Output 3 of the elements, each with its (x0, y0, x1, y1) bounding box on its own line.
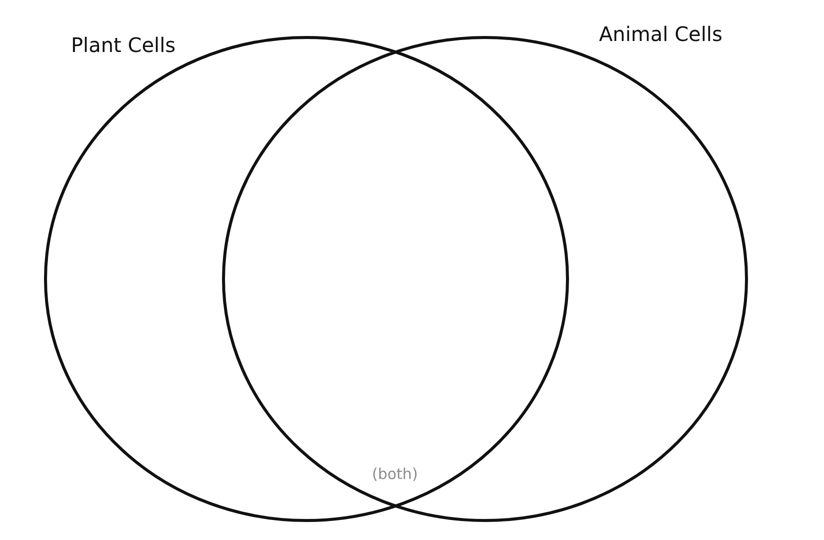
circle-heading: Plant Cells (71, 33, 176, 57)
overlap-label: (both) (372, 465, 418, 483)
circle-heading: Animal Cells (599, 22, 722, 46)
